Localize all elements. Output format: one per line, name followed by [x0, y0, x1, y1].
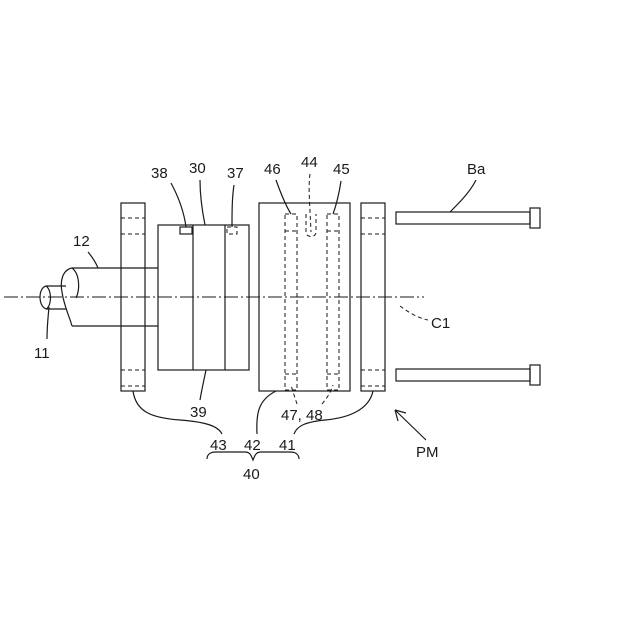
label-45: 45	[333, 161, 350, 178]
label-44: 44	[301, 154, 318, 171]
label-47-48: 47, 48	[281, 407, 323, 424]
arrow-pm	[395, 410, 426, 440]
label-43: 43	[210, 437, 227, 454]
leader-ba	[450, 180, 476, 212]
label-41: 41	[279, 437, 296, 454]
label-ba: Ba	[467, 161, 486, 178]
leader-30	[200, 180, 205, 225]
bolt-lower	[396, 365, 540, 385]
leader-39	[200, 370, 206, 400]
leader-37	[232, 185, 234, 227]
label-39: 39	[190, 404, 207, 421]
label-40: 40	[243, 466, 260, 483]
leader-4748-right	[322, 385, 333, 404]
label-11: 11	[34, 345, 50, 362]
label-12: 12	[73, 233, 90, 250]
label-37: 37	[227, 165, 244, 182]
bolt-upper	[396, 208, 540, 228]
leader-45	[333, 181, 341, 214]
label-30: 30	[189, 160, 206, 177]
label-46: 46	[264, 161, 281, 178]
label-pm: PM	[416, 444, 439, 461]
leader-12	[88, 252, 98, 268]
leader-46	[276, 180, 291, 214]
leader-4748-left	[291, 385, 297, 404]
label-42: 42	[244, 437, 261, 454]
leader-42	[257, 391, 276, 434]
label-38: 38	[151, 165, 168, 182]
leader-c1	[400, 306, 428, 320]
leader-11	[47, 307, 49, 339]
label-c1: C1	[431, 315, 450, 332]
leader-43	[133, 391, 222, 434]
leader-38	[171, 183, 186, 227]
